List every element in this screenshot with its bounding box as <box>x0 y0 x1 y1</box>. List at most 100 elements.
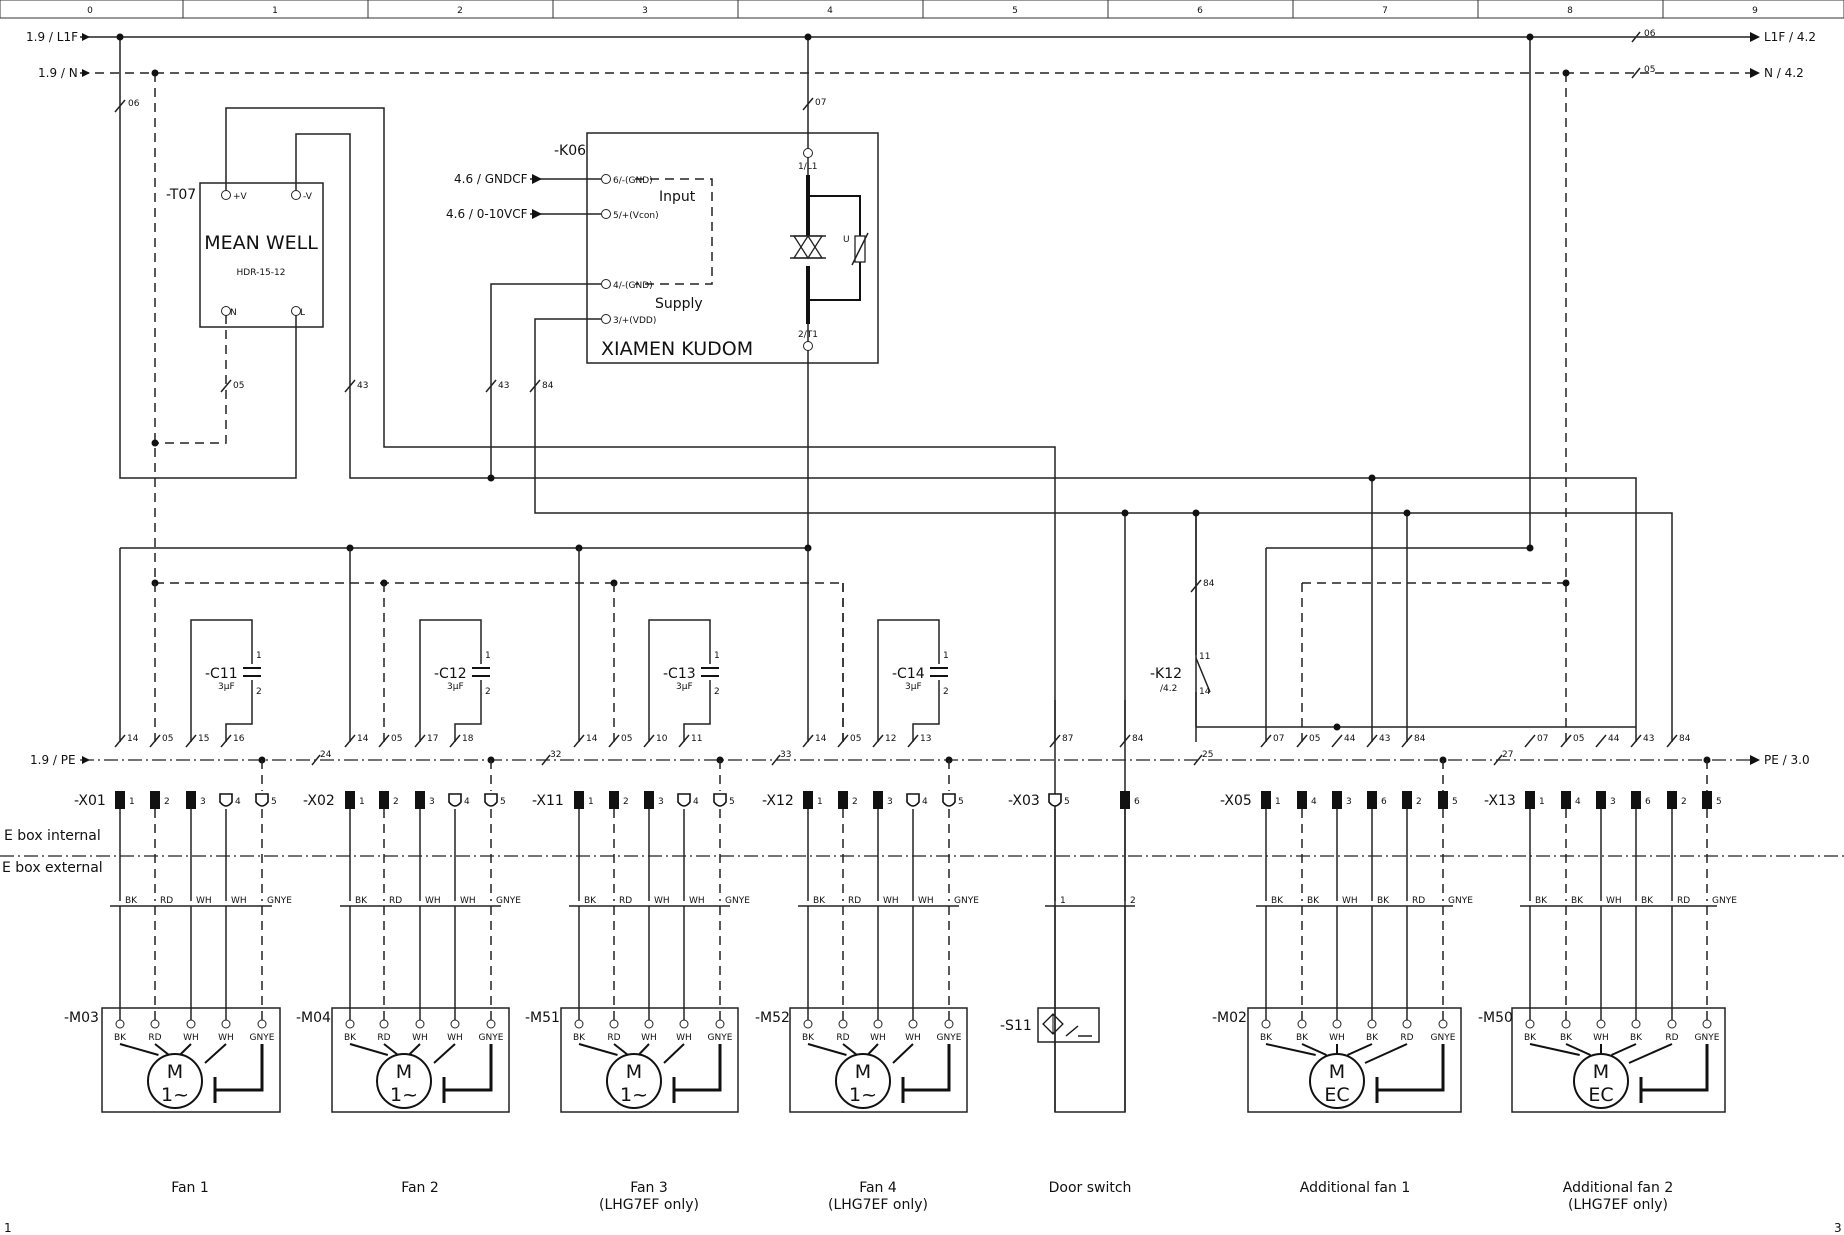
terminal-block <box>1332 791 1342 809</box>
k12-wire: 84 <box>1203 579 1215 589</box>
motor-pin-label: RD <box>836 1033 849 1043</box>
cable-core-label: BK <box>1307 896 1320 906</box>
cable-core-label: 2 <box>1130 896 1136 906</box>
terminal-number: 1 <box>359 797 365 807</box>
terminal-number: 2 <box>1681 797 1687 807</box>
cable-core-label: RD <box>619 896 632 906</box>
bus-n-out-label: N / 4.2 <box>1764 66 1804 80</box>
terminal-block <box>415 791 425 809</box>
motor-pin <box>257 1019 267 1029</box>
motor-pin <box>1367 1019 1377 1029</box>
terminal-open <box>942 793 956 807</box>
cable-core-label: RD <box>1412 896 1425 906</box>
motor-winding <box>613 1043 629 1056</box>
junction-dots <box>116 33 1711 764</box>
motor-pin-label: RD <box>1665 1033 1678 1043</box>
terminal-number: 5 <box>958 797 964 807</box>
capacitor-pin: 2 <box>485 687 491 697</box>
capacitor-ref: -C13 <box>663 666 696 682</box>
motor-pin <box>803 1019 813 1029</box>
terminal-number: 5 <box>500 797 506 807</box>
cable-core-label: RD <box>389 896 402 906</box>
motor-pin-label: GNYE <box>937 1033 962 1043</box>
terminal-number: 5 <box>271 797 277 807</box>
motor-pin-label: BK <box>1296 1033 1309 1043</box>
wire-number: 14 <box>127 734 139 744</box>
terminal-number: 3 <box>887 797 893 807</box>
terminal-number: 3 <box>200 797 206 807</box>
capacitor-ref: -C12 <box>434 666 467 682</box>
motor-pin-label: RD <box>377 1033 390 1043</box>
capacitor-value: 3µF <box>676 682 693 692</box>
motor-pin <box>1525 1019 1535 1029</box>
motor-winding <box>866 1043 879 1056</box>
bus-pe-in-label: 1.9 / PE <box>30 753 76 767</box>
motor-ref: -M52 <box>755 1010 790 1026</box>
wire-num-n06: 06 <box>128 99 140 109</box>
motor-box <box>1247 1007 1462 1113</box>
capacitor-pin: 1 <box>714 651 720 661</box>
cable-core-label: BK <box>1377 896 1390 906</box>
proximity-symbol <box>1042 1013 1064 1035</box>
wire-tick <box>1666 734 1678 748</box>
wire-num-n43b: 43 <box>498 381 509 391</box>
terminal-open <box>448 793 462 807</box>
wire-number: 05 <box>162 734 173 744</box>
relay-supply-label: Supply <box>655 296 703 312</box>
terminal-open <box>906 793 920 807</box>
wire-tick <box>1524 734 1536 748</box>
motor-pin <box>1438 1019 1448 1029</box>
motor-winding <box>204 1043 227 1064</box>
motor-pin <box>873 1019 883 1029</box>
relay-pin-vcon: 5/+(Vcon) <box>613 211 659 221</box>
capacitor-pin: 2 <box>943 687 949 697</box>
page-number-left: 1 <box>4 1221 12 1235</box>
motor-pin-label: BK <box>1560 1033 1573 1043</box>
caption-line1: Door switch <box>1049 1180 1132 1196</box>
terminal-block <box>115 791 125 809</box>
caption-line1: Fan 4 <box>859 1180 897 1196</box>
door-switch-box <box>1037 1007 1100 1043</box>
terminal-group-ref: -X01 <box>74 793 106 809</box>
cable-core-label: WH <box>196 896 212 906</box>
ruler-col-4: 4 <box>827 6 833 16</box>
wire-num-n07: 07 <box>815 98 826 108</box>
motor-winding <box>892 1043 914 1064</box>
ruler-col-5: 5 <box>1012 6 1018 16</box>
wire-number: 87 <box>1062 734 1073 744</box>
cable-core-label: RD <box>848 896 861 906</box>
motor-type: 1~ <box>849 1084 877 1106</box>
terminal-number: 5 <box>1064 797 1070 807</box>
earth-lead <box>1377 1044 1445 1092</box>
ruler-col-9: 9 <box>1752 6 1758 16</box>
terminal-number: 3 <box>1610 797 1616 807</box>
cable-core-label: RD <box>1677 896 1690 906</box>
wire-number: 05 <box>1309 734 1320 744</box>
cable-core-label: WH <box>1606 896 1622 906</box>
motor-pin-label: BK <box>802 1033 815 1043</box>
bus-n-in-label: 1.9 / N <box>38 66 78 80</box>
relay-k06: -K06 XIAMEN KUDOM Input Supply 6/-(GND) … <box>446 132 879 364</box>
motor-pin-label: WH <box>1593 1033 1609 1043</box>
motor-pin <box>415 1019 425 1029</box>
motor-pin <box>1261 1019 1271 1029</box>
motor-winding <box>1347 1043 1373 1056</box>
motor-winding <box>842 1043 858 1056</box>
motor-winding <box>807 1043 847 1056</box>
motor-pin <box>1402 1019 1412 1029</box>
motor-pin-label: GNYE <box>479 1033 504 1043</box>
wire-tick <box>1296 734 1308 748</box>
psu-pin-n: N <box>230 308 237 318</box>
cap-wire <box>225 680 253 742</box>
motor-pin <box>1702 1019 1712 1029</box>
terminal-open <box>677 793 691 807</box>
motor-box <box>1511 1007 1726 1113</box>
k12-ref: -K12 <box>1150 666 1182 682</box>
caption-line2: (LHG7EF only) <box>828 1197 928 1213</box>
wire-num-n43a: 43 <box>357 381 368 391</box>
terminal-number: 4 <box>464 797 470 807</box>
motor-winding <box>578 1043 618 1056</box>
wire-num-n25: 25 <box>1202 750 1213 760</box>
cable-core-label: BK <box>1641 896 1654 906</box>
terminal-number: 3 <box>658 797 664 807</box>
